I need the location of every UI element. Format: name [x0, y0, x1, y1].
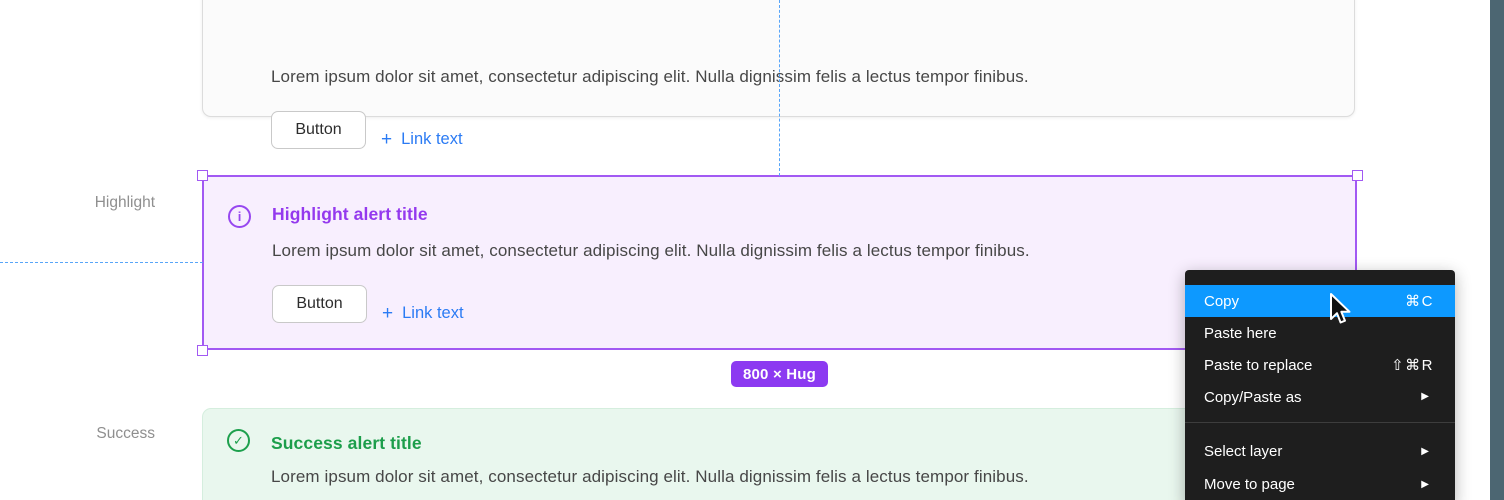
- menu-item-label: Move to page: [1204, 476, 1295, 493]
- highlight-alert-card[interactable]: i Highlight alert title Lorem ipsum dolo…: [202, 175, 1357, 350]
- submenu-arrow-icon: ▶: [1421, 445, 1429, 457]
- selection-handle-bottom-left[interactable]: [197, 345, 208, 356]
- menu-item-paste-here[interactable]: Paste here: [1185, 317, 1455, 349]
- menu-separator: [1185, 422, 1455, 423]
- menu-item-copy[interactable]: Copy ⌘C: [1185, 285, 1455, 317]
- menu-item-copy-paste-as[interactable]: Copy/Paste as ▶: [1185, 381, 1455, 413]
- right-panel-edge: [1490, 0, 1504, 500]
- selection-handle-top-left[interactable]: [197, 170, 208, 181]
- submenu-arrow-icon: ▶: [1421, 478, 1429, 490]
- menu-item-label: Paste here: [1204, 324, 1277, 342]
- menu-item-label: Select layer: [1204, 443, 1283, 460]
- link-label: Link text: [402, 303, 464, 322]
- menu-item-move-to-page[interactable]: Move to page ▶: [1185, 468, 1455, 500]
- context-menu: Copy ⌘C Paste here Paste to replace ⇧⌘R …: [1185, 270, 1455, 500]
- menu-item-label: Copy: [1204, 292, 1240, 310]
- alert-body-text: Lorem ipsum dolor sit amet, consectetur …: [272, 241, 1030, 260]
- layer-label-success: Success: [96, 425, 155, 442]
- alert-button[interactable]: Button: [272, 285, 367, 323]
- horizontal-center-guide: [0, 262, 203, 263]
- alert-link[interactable]: + Link text: [381, 120, 463, 158]
- layer-label-highlight: Highlight: [94, 194, 155, 211]
- menu-shortcut: ⇧⌘R: [1391, 357, 1434, 374]
- check-circle-icon: ✓: [227, 429, 250, 452]
- alert-title: Success alert title: [271, 433, 422, 453]
- alert-button[interactable]: Button: [271, 111, 366, 149]
- menu-shortcut: ⌘C: [1405, 293, 1434, 310]
- default-alert-card[interactable]: Lorem ipsum dolor sit amet, consectetur …: [202, 0, 1355, 149]
- menu-item-select-layer[interactable]: Select layer ▶: [1185, 435, 1455, 468]
- vertical-center-guide: [779, 0, 780, 176]
- alert-body-text: Lorem ipsum dolor sit amet, consectetur …: [271, 467, 1029, 486]
- plus-icon: +: [381, 128, 393, 150]
- mouse-cursor-icon: [1328, 292, 1354, 331]
- menu-item-label: Paste to replace: [1204, 356, 1313, 374]
- menu-item-label: Copy/Paste as: [1204, 388, 1302, 406]
- info-circle-icon: i: [228, 205, 251, 228]
- alert-title: Highlight alert title: [272, 204, 428, 224]
- alert-body-text: Lorem ipsum dolor sit amet, consectetur …: [271, 67, 1029, 86]
- success-alert-card[interactable]: ✓ Success alert title Lorem ipsum dolor …: [202, 408, 1357, 500]
- menu-item-paste-to-replace[interactable]: Paste to replace ⇧⌘R: [1185, 349, 1455, 381]
- size-badge: 800 × Hug: [731, 361, 828, 387]
- link-label: Link text: [401, 129, 463, 148]
- selection-handle-top-right[interactable]: [1352, 170, 1363, 181]
- alert-link[interactable]: + Link text: [382, 294, 464, 332]
- plus-icon: +: [382, 302, 394, 324]
- submenu-arrow-icon: ▶: [1421, 391, 1429, 402]
